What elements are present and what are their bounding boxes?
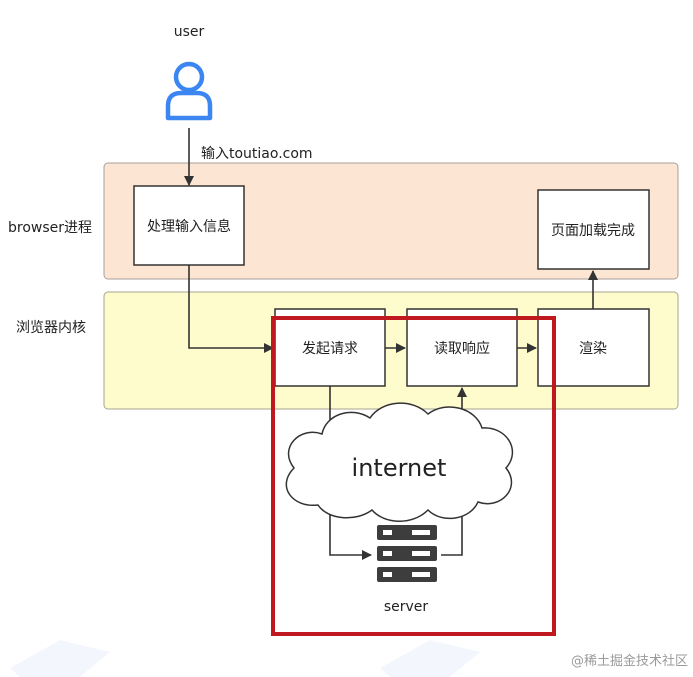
internet-label: internet (352, 454, 447, 482)
page-loaded-box (537, 189, 650, 270)
server-icon (377, 525, 437, 582)
read-response-box (406, 308, 518, 387)
send-request-label: 发起请求 (302, 341, 358, 357)
user-icon (165, 61, 213, 121)
server-label: server (384, 599, 429, 615)
input-url-label: 输入toutiao.com (201, 146, 313, 162)
page-loaded-label: 页面加载完成 (551, 223, 635, 239)
lane-label-kernel: 浏览器内核 (16, 320, 86, 336)
browser-process-lane (103, 162, 679, 280)
render-label: 渲染 (579, 341, 607, 357)
watermark-shapes (10, 640, 480, 677)
send-request-box (274, 308, 386, 387)
watermark-text: @稀土掘金技术社区 (571, 653, 688, 669)
network-highlight-box (271, 316, 556, 636)
lane-label-browser: browser进程 (8, 220, 92, 236)
read-response-label: 读取响应 (434, 340, 490, 357)
internet-cloud (285, 402, 513, 522)
user-label: user (174, 24, 205, 40)
handle-input-label: 处理输入信息 (147, 218, 231, 235)
input-to-request-arrow (188, 265, 274, 353)
render-box (537, 308, 650, 387)
